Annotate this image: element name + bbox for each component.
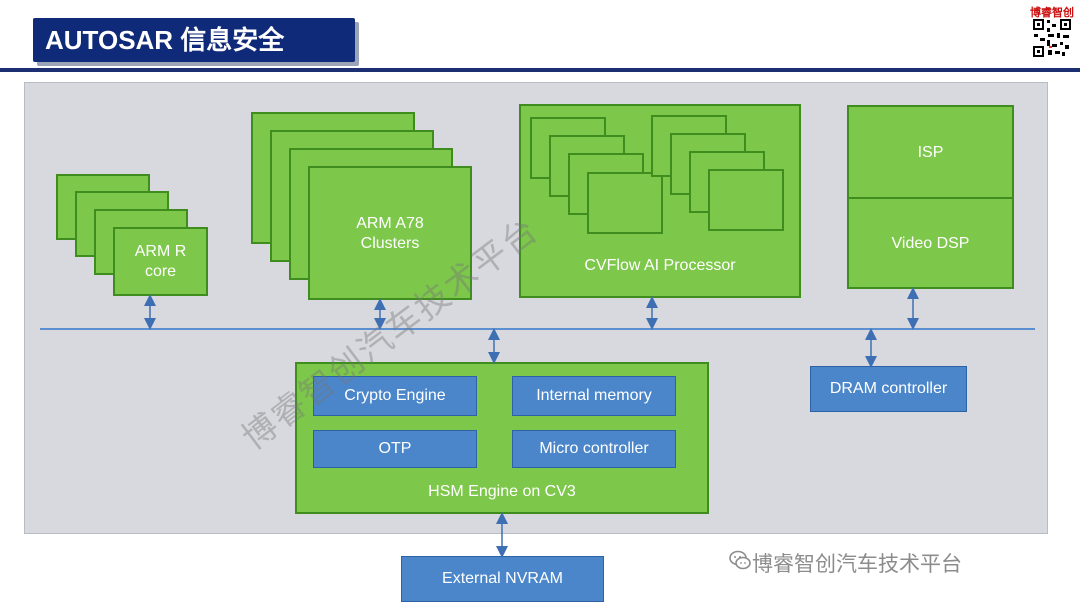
micro-controller-block: Micro controller xyxy=(512,430,676,468)
internal-memory-block: Internal memory xyxy=(512,376,676,416)
system-bus-line xyxy=(40,328,1035,330)
cvflow-core-tile xyxy=(708,169,784,231)
video-dsp-block: Video DSP xyxy=(847,197,1014,289)
isp-label: ISP xyxy=(917,144,944,161)
dram-controller-block: DRAM controller xyxy=(810,366,967,412)
brand-logo-text: 博睿智创 xyxy=(1030,7,1074,19)
isp-block: ISP xyxy=(847,105,1014,199)
cvflow-ai-processor-label: CVFlow AI Processor xyxy=(584,257,736,274)
footer-watermark: 博睿智创汽车技术平台 xyxy=(752,553,962,576)
otp-block: OTP xyxy=(313,430,477,468)
arm-r-core-block: ARM R core xyxy=(113,227,208,296)
header-rule xyxy=(0,68,1080,72)
arm-r-core-label: ARM R core xyxy=(134,243,187,280)
qr-code-icon xyxy=(1032,18,1072,58)
cvflow-core-tile xyxy=(587,172,663,234)
crypto-engine-block: Crypto Engine xyxy=(313,376,477,416)
external-nvram-block: External NVRAM xyxy=(401,556,604,602)
arm-a78-clusters-label: ARM A78 Clusters xyxy=(356,215,424,252)
slide-title: AUTOSAR 信息安全 xyxy=(33,18,355,62)
wechat-icon xyxy=(729,550,751,570)
arm-a78-clusters-block: ARM A78 Clusters xyxy=(308,166,472,300)
hsm-engine-label: HSM Engine on CV3 xyxy=(428,483,576,500)
video-dsp-label: Video DSP xyxy=(891,235,970,252)
